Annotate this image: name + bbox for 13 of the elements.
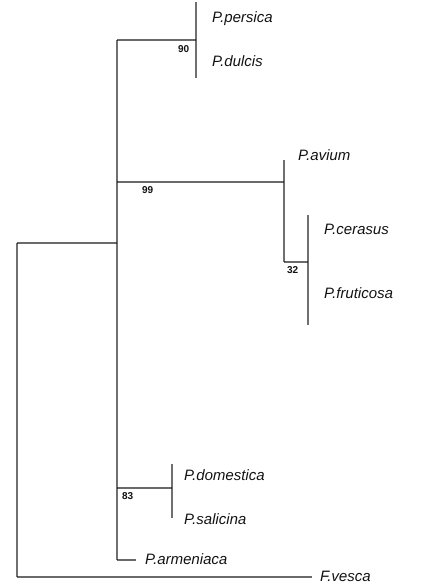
species-label: P.avium [298, 148, 350, 163]
bootstrap-value: 32 [287, 266, 298, 276]
species-label: P.salicina [184, 512, 246, 527]
bootstrap-value: 90 [178, 45, 190, 55]
species-label: P.armeniaca [145, 552, 228, 567]
species-label: P.cerasus [324, 222, 389, 237]
species-label: P.dulcis [212, 54, 263, 69]
bootstrap-value: 99 [142, 186, 154, 196]
bootstrap-value: 83 [122, 492, 134, 502]
species-label: F.vesca [320, 569, 371, 582]
species-label: P.fruticosa [324, 286, 393, 301]
species-label: P.persica [212, 10, 273, 25]
species-label: P.domestica [184, 468, 265, 483]
